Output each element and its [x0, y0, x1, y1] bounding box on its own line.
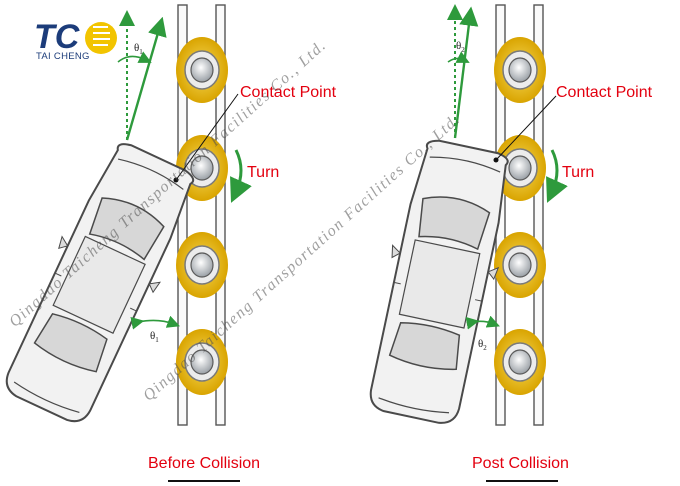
angle-arc: [447, 51, 470, 63]
rail-post: [215, 4, 226, 426]
roller: [493, 36, 547, 104]
contact-leader-line: [495, 95, 557, 161]
rail-post: [533, 4, 544, 426]
caption-underline: [486, 480, 558, 482]
direction-arrow: [125, 16, 167, 141]
contact-point-label: Contact Point: [556, 84, 653, 101]
contact-point-label: Contact Point: [240, 84, 337, 101]
post-collision-panel: [357, 4, 568, 430]
turn-label: Turn: [562, 164, 595, 181]
angle-arc: [117, 51, 152, 63]
direction-arrow: [453, 6, 479, 139]
roller: [493, 328, 547, 396]
angle-arc: [130, 315, 180, 330]
turn-arrow: [546, 149, 568, 203]
before-collision-panel: [0, 4, 252, 432]
roller: [493, 231, 547, 299]
logo-mark: TC: [34, 18, 80, 56]
caption-before-collision: Before Collision: [148, 455, 261, 472]
roller: [175, 36, 229, 104]
logo-text: TAI CHENG: [36, 51, 90, 62]
turn-arrow: [230, 149, 252, 203]
caption-post-collision: Post Collision: [472, 455, 569, 472]
taicheng-logo: TC: [34, 18, 117, 56]
roller: [175, 231, 229, 299]
angle-label: θ1: [134, 42, 143, 57]
angle-label: θ2: [456, 40, 465, 55]
angle-label: θ2: [478, 338, 487, 353]
caption-underline: [168, 480, 240, 482]
contact-leader-line: [175, 93, 239, 181]
turn-label: Turn: [247, 164, 280, 181]
angle-arc: [465, 315, 500, 330]
angle-label: θ1: [150, 330, 159, 345]
